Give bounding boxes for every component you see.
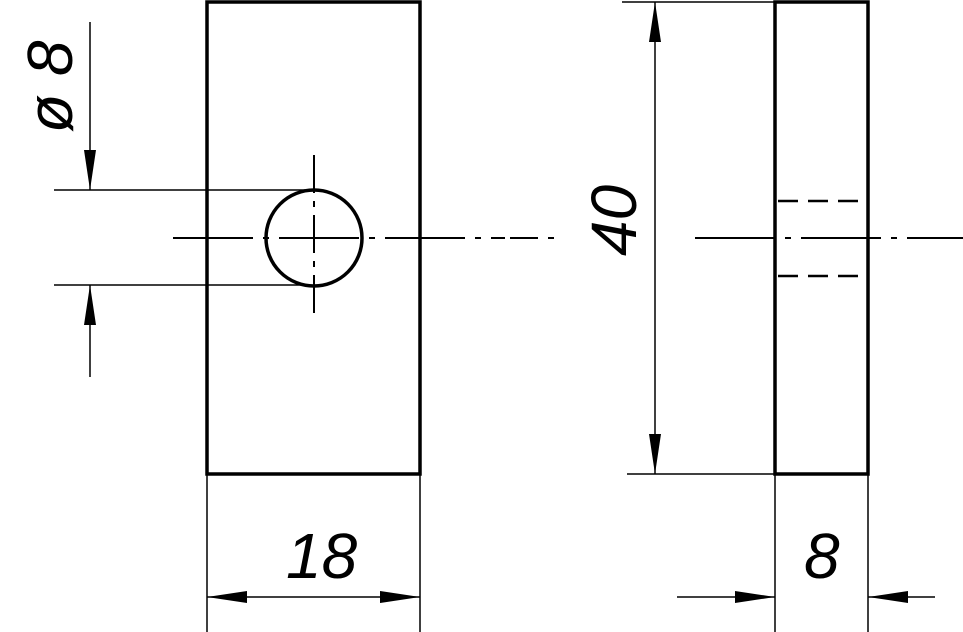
width-dimension: 18 — [206, 474, 421, 632]
front-view — [173, 0, 560, 476]
thickness-dimension: 8 — [677, 474, 935, 632]
diameter-dimension: ø 8 — [14, 22, 305, 377]
width-label: 18 — [286, 520, 358, 592]
thickness-label: 8 — [804, 520, 840, 592]
diameter-label: ø 8 — [14, 40, 86, 133]
side-view — [695, 0, 963, 476]
height-dimension: 40 — [578, 1, 775, 475]
height-label: 40 — [578, 184, 650, 256]
